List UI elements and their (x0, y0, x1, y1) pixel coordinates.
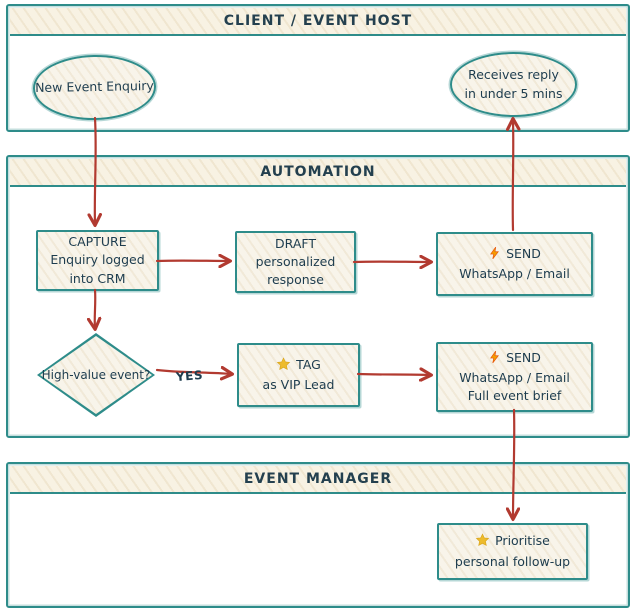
node-prioritise[interactable]: Prioritise personal follow-up (437, 523, 588, 580)
node-draft-line3: response (267, 272, 324, 288)
node-send-brief-title: SEND (506, 349, 541, 365)
node-receives-reply-line1: Receives reply (468, 67, 559, 83)
node-receives-reply-line2: in under 5 mins (464, 85, 563, 101)
node-tag-vip[interactable]: TAG as VIP Lead (237, 343, 360, 407)
node-decision-label: High-value event? (41, 368, 151, 382)
lane-manager-header: EVENT MANAGER (10, 466, 626, 494)
node-draft-line1: DRAFT (275, 235, 316, 251)
lightning-icon (488, 246, 501, 265)
node-capture[interactable]: CAPTURE Enquiry logged into CRM (36, 230, 159, 291)
node-capture-line3: into CRM (69, 270, 126, 286)
node-tag-vip-title: TAG (296, 356, 321, 372)
node-send-reply[interactable]: SEND WhatsApp / Email (436, 232, 593, 296)
node-prioritise-line2: personal follow-up (454, 553, 571, 569)
node-decision[interactable]: High-value event? (37, 333, 155, 417)
lane-manager-title: EVENT MANAGER (243, 471, 393, 487)
node-send-brief-line3: Full event brief (467, 388, 562, 404)
node-prioritise-title: Prioritise (495, 533, 550, 549)
node-new-event-enquiry-label: New Event Enquiry (35, 78, 154, 96)
node-send-reply-line2: WhatsApp / Email (459, 266, 570, 281)
node-send-reply-title: SEND (506, 245, 541, 261)
lane-client-title: CLIENT / EVENT HOST (223, 13, 413, 29)
star-icon (475, 533, 490, 552)
lane-automation-title: AUTOMATION (260, 164, 376, 180)
node-draft[interactable]: DRAFT personalized response (235, 231, 356, 293)
node-send-brief-line2: WhatsApp / Email (459, 369, 570, 385)
lightning-icon (488, 350, 501, 369)
node-capture-line1: CAPTURE (68, 234, 127, 250)
node-tag-vip-line2: as VIP Lead (262, 377, 335, 392)
node-send-brief[interactable]: SEND WhatsApp / Email Full event brief (436, 342, 593, 412)
lane-automation-header: AUTOMATION (10, 159, 626, 187)
star-icon (276, 357, 291, 376)
node-capture-line2: Enquiry logged (50, 252, 145, 268)
lane-client-header: CLIENT / EVENT HOST (10, 8, 626, 36)
node-draft-line2: personalized (255, 253, 336, 269)
node-receives-reply[interactable]: Receives reply in under 5 mins (450, 52, 577, 117)
edge-label-yes: YES (175, 367, 204, 385)
